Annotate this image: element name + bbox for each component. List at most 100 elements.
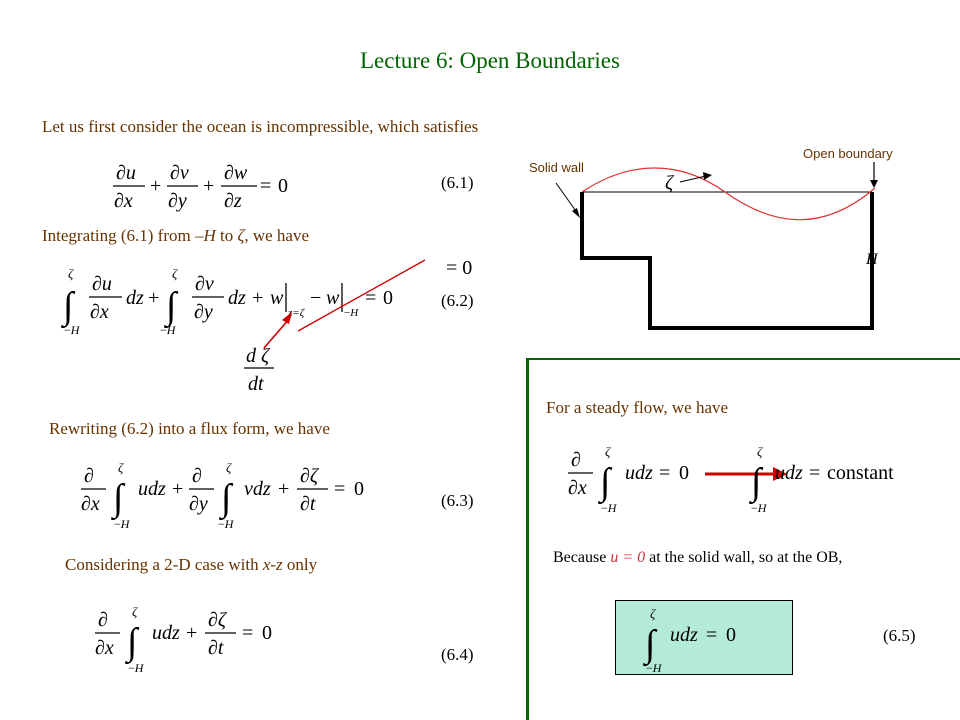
equation-6-1: ∂u ∂x + ∂v ∂y + ∂w ∂z = 0 [113, 162, 288, 212]
equation-number-6-5: (6.5) [883, 626, 916, 645]
integrating-suffix: , we have [244, 226, 310, 245]
svg-text:dz: dz [126, 287, 144, 309]
svg-text:∫: ∫ [164, 285, 179, 329]
equation-6-5-box [615, 600, 793, 675]
svg-text:0: 0 [278, 175, 288, 197]
svg-text:ζ: ζ [757, 444, 763, 459]
svg-text:∂u: ∂u [116, 162, 136, 184]
svg-text:=: = [659, 462, 670, 484]
equation-number-6-2: (6.2) [441, 291, 474, 310]
svg-text:udz: udz [625, 462, 653, 484]
equation-6-3: ∂ ∂x ζ ∫ −H udz + ∂ ∂y ζ ∫ −H vdz + ∂ζ ∂… [81, 460, 364, 531]
svg-text:∂ζ: ∂ζ [208, 609, 228, 631]
solid-wall-label: Solid wall [529, 160, 584, 175]
basin-diagram: ζ H [555, 162, 879, 330]
svg-text:∂t: ∂t [208, 637, 224, 659]
svg-text:constant: constant [827, 462, 894, 484]
equation-6-5: ζ ∫ −H udz = 0 [643, 606, 736, 675]
svg-text:z=ζ: z=ζ [287, 307, 306, 319]
because-u-eq: u = 0 [610, 549, 646, 566]
svg-text:w: w [270, 287, 284, 309]
svg-text:−H: −H [646, 661, 663, 675]
svg-text:ζ: ζ [132, 604, 138, 619]
equation-6-2: = 0 ζ ∫ −H ∂u ∂x dz + ζ ∫ −H ∂v ∂y dz + … [61, 257, 472, 395]
intro-text: Let us first consider the ocean is incom… [42, 117, 479, 136]
svg-text:−H: −H [64, 323, 81, 337]
surface-wave [581, 167, 876, 221]
svg-text:−H: −H [114, 517, 131, 531]
svg-text:ζ: ζ [226, 460, 232, 475]
svg-text:∂t: ∂t [300, 493, 316, 515]
depth-label: H [865, 251, 879, 268]
basin-outline [580, 192, 874, 330]
equation-number-6-3: (6.3) [441, 491, 474, 510]
because-prefix: Because [553, 549, 611, 566]
svg-text:+: + [252, 287, 263, 309]
svg-text:w: w [326, 287, 340, 309]
svg-text:−H: −H [344, 307, 359, 319]
considering-suffix: only [282, 555, 318, 574]
svg-text:∂: ∂ [571, 449, 581, 471]
svg-text:∫: ∫ [598, 461, 613, 505]
svg-text:ζ: ζ [172, 266, 178, 281]
horizontal-divider [526, 358, 960, 360]
svg-text:=: = [260, 175, 271, 197]
svg-text:∂: ∂ [192, 465, 202, 487]
svg-text:∫: ∫ [125, 621, 140, 665]
svg-text:−H: −H [218, 517, 235, 531]
svg-text:dz: dz [228, 287, 246, 309]
integrating-prefix: Integrating (6.1) from [42, 226, 195, 245]
svg-text:∂u: ∂u [92, 273, 112, 295]
open-boundary-label: Open boundary [803, 146, 893, 161]
svg-text:∂x: ∂x [81, 493, 100, 515]
svg-text:∂: ∂ [84, 465, 94, 487]
svg-text:=: = [365, 287, 376, 309]
steady-flow-text: For a steady flow, we have [546, 398, 729, 417]
svg-text:∂x: ∂x [90, 301, 109, 323]
equation-number-6-1: (6.1) [441, 173, 474, 192]
equation-number-6-4: (6.4) [441, 645, 474, 664]
zeta-label: ζ [665, 172, 675, 194]
svg-text:0: 0 [262, 622, 272, 644]
integrating-from: –H [194, 226, 216, 245]
svg-text:∫: ∫ [749, 461, 764, 505]
because-suffix: at the solid wall, so at the OB, [645, 549, 843, 566]
vertical-divider [526, 358, 529, 720]
svg-text:0: 0 [354, 478, 364, 500]
svg-text:∂x: ∂x [114, 190, 133, 212]
svg-text:∂: ∂ [98, 609, 108, 631]
svg-text:∂y: ∂y [189, 493, 208, 515]
svg-text:vdz: vdz [244, 478, 271, 500]
svg-text:∂z: ∂z [224, 190, 242, 212]
svg-text:−H: −H [160, 323, 177, 337]
svg-text:=: = [242, 622, 253, 644]
svg-text:∂ζ: ∂ζ [300, 465, 320, 487]
considering-var: x-z [262, 555, 283, 574]
svg-text:=: = [706, 624, 717, 646]
strike-line [297, 259, 426, 332]
svg-text:∫: ∫ [111, 477, 126, 521]
svg-text:−H: −H [601, 501, 618, 515]
svg-text:ζ: ζ [605, 444, 611, 459]
steady-flow-equation: ∂ ∂x ζ ∫ −H udz = 0 ζ ∫ −H udz = constan… [568, 444, 894, 515]
page-title: Lecture 6: Open Boundaries [360, 48, 620, 73]
considering-text: Considering a 2-D case with x-z only [65, 555, 317, 575]
svg-text:+: + [203, 175, 214, 197]
because-text: Because u = 0 at the solid wall, so at t… [553, 549, 842, 567]
svg-text:∫: ∫ [219, 477, 234, 521]
rewriting-text: Rewriting (6.2) into a flux form, we hav… [49, 419, 330, 438]
svg-text:−H: −H [751, 501, 768, 515]
svg-text:∂y: ∂y [194, 301, 213, 323]
svg-text:0: 0 [726, 624, 736, 646]
svg-text:∂v: ∂v [195, 273, 214, 295]
svg-text:+: + [150, 175, 161, 197]
svg-text:+: + [148, 287, 159, 309]
integrating-to: ζ [237, 226, 245, 245]
svg-text:0: 0 [383, 287, 393, 309]
svg-text:+: + [278, 478, 289, 500]
svg-text:dt: dt [248, 373, 264, 395]
svg-text:d ζ: d ζ [246, 345, 271, 367]
svg-text:udz: udz [152, 622, 180, 644]
svg-text:0: 0 [679, 462, 689, 484]
svg-text:ζ: ζ [68, 266, 74, 281]
